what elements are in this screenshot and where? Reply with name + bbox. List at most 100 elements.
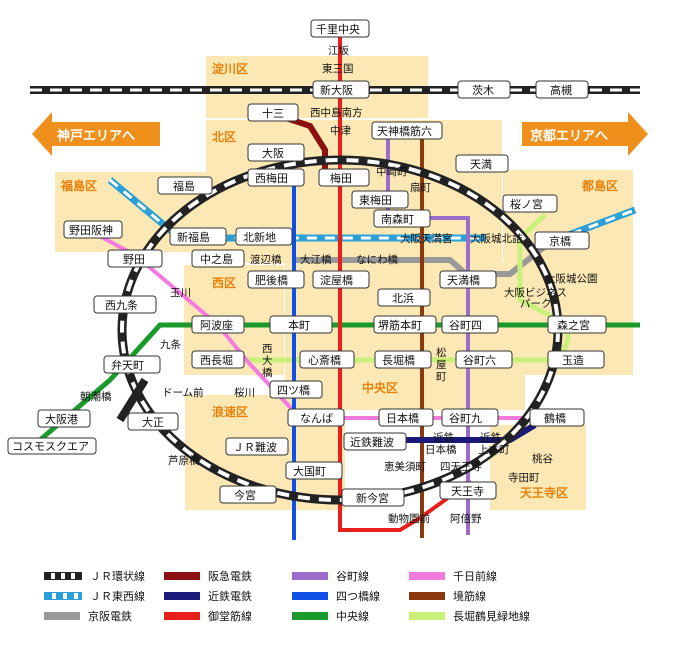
station-naniwabashi[interactable]: なにわ橋 [356,253,398,266]
station-tamatsukuri[interactable]: 玉造 [547,350,605,369]
station-cosmo-square[interactable]: コスモスクエア [7,437,97,455]
ward-label-naniwa: 浪速区 [212,404,248,419]
station-ogimachi[interactable]: 扇町 [410,181,431,194]
svg-text:谷町六: 谷町六 [463,354,496,367]
station-uehommachi-1[interactable]: 近鉄 [480,431,501,444]
station-obp-2[interactable]: パーク [520,298,552,310]
legend-swatch [409,592,445,600]
station-matsuyamachi-1[interactable]: 松 [436,346,447,359]
station-nishi-ohashi-1[interactable]: 西 [262,343,273,355]
ward-label-tennoji: 天王寺区 [520,485,568,500]
station-yodoyabashi[interactable]: 淀屋橋 [312,270,370,289]
station-nipponbashi[interactable]: 日本橋 [378,408,434,427]
station-daikokucho[interactable]: 大国町 [285,461,343,480]
station-shin-osaka[interactable]: 新大阪 [312,80,370,99]
station-sakuranomiya[interactable]: 桜ノ宮 [502,194,558,213]
station-osakako[interactable]: 大阪港 [37,409,91,428]
station-hommachi[interactable]: 本町 [269,315,333,334]
station-watanabebashi[interactable]: 渡辺橋 [250,253,282,266]
station-nishi-ohashi-2[interactable]: 大 [262,354,273,367]
station-taisho[interactable]: 大正 [127,412,179,431]
station-uehommachi-2[interactable]: 上本町 [478,443,510,456]
station-nakanoshima[interactable]: 中之島 [191,249,245,268]
station-shinsaibashi[interactable]: 心斎橋 [299,350,355,369]
station-matsuyamachi-3[interactable]: 町 [436,371,447,383]
legend-label: 谷町線 [336,570,369,583]
station-kujo[interactable]: 九条 [160,338,181,351]
station-fukushima[interactable]: 福島 [157,176,213,195]
station-nishikujo[interactable]: 西九条 [93,295,157,314]
station-nagahoribashi[interactable]: 長堀橋 [374,350,432,369]
station-osakajo-koen[interactable]: 大阪城公園 [545,272,598,285]
station-nakatsu[interactable]: 中津 [330,124,351,137]
station-noda[interactable]: 野田 [107,249,163,268]
station-tenjimbashi[interactable]: 天神橋筋六 [371,121,443,140]
station-kintetsu-nipponbashi-1[interactable]: 近鉄 [433,431,454,444]
station-matsuyamachi-2[interactable]: 屋 [436,359,447,371]
station-minami-morimachi[interactable]: 南森町 [373,209,431,228]
station-jr-namba[interactable]: ＪＲ難波 [225,437,289,456]
station-noda-hanshin[interactable]: 野田阪神 [63,220,123,239]
station-obp-1[interactable]: 大阪ビジネス [504,286,567,299]
station-tamagawa[interactable]: 玉川 [170,287,191,299]
station-tenmabashi[interactable]: 天満橋 [439,270,497,289]
station-namba[interactable]: なんば [287,408,345,427]
station-awaza[interactable]: 阿波座 [191,315,245,334]
station-dome-mae[interactable]: ドーム前 [162,386,204,399]
station-nishi-umeda[interactable]: 西梅田 [247,168,305,187]
station-higobashi[interactable]: 肥後橋 [247,270,305,289]
legend-swatch [44,592,82,600]
station-tennoji[interactable]: 天王寺 [439,481,497,500]
station-takatsuki[interactable]: 高槻 [535,80,589,99]
station-osakajo-kitazume[interactable]: 大阪城北詰 [470,232,523,245]
station-tanimachi4[interactable]: 谷町四 [441,315,499,334]
svg-text:南森町: 南森町 [381,212,414,226]
station-tenma[interactable]: 天満 [455,154,509,173]
station-osaka[interactable]: 大阪 [247,143,305,162]
arrow-kyoto[interactable]: 京都エリアへ [522,112,648,156]
station-sakuragawa[interactable]: 桜川 [234,386,255,399]
legend-item: 中央線 [292,608,369,624]
station-kintetsu-namba[interactable]: 近鉄難波 [343,432,407,451]
station-abeno[interactable]: 阿倍野 [450,512,482,525]
station-asashiobashi[interactable]: 朝潮橋 [80,390,112,403]
station-tsuruhashi[interactable]: 鶴橋 [529,408,585,427]
station-nishinakajima[interactable]: 西中島南方 [310,106,363,119]
line-jr-yumesaki [116,377,149,423]
station-kitahama[interactable]: 北浜 [377,288,431,307]
station-dobutsuen-mae[interactable]: 動物園前 [388,512,430,525]
station-senri-chuo[interactable]: 千里中央 [310,19,370,38]
station-higashi-umeda[interactable]: 東梅田 [351,190,409,209]
svg-text:ＪＲ難波: ＪＲ難波 [233,441,277,454]
station-kitashinchi[interactable]: 北新地 [235,227,293,246]
station-kintetsu-nipponbashi-2[interactable]: 日本橋 [425,443,457,456]
station-momodani[interactable]: 桃谷 [532,452,553,465]
station-shitennoji[interactable]: 四天王寺 [440,461,482,473]
station-bentencho[interactable]: 弁天町 [103,355,161,374]
station-yotsubashi[interactable]: 四ツ橋 [269,380,323,399]
station-shin-fukushima[interactable]: 新福島 [169,227,227,246]
station-esaka[interactable]: 江坂 [328,45,349,57]
station-higashi-mikuni[interactable]: 東三国 [322,62,354,75]
station-nishi-ohashi-3[interactable]: 橋 [262,366,273,379]
station-nakazakicho[interactable]: 中崎町 [376,165,408,178]
svg-text:コスモスクエア: コスモスクエア [12,440,89,453]
station-juso[interactable]: 十三 [247,103,299,122]
station-teradacho[interactable]: 寺田町 [508,472,540,484]
station-imamiya[interactable]: 今宮 [219,485,277,504]
station-oebashi[interactable]: 大江橋 [300,253,332,266]
station-tanimachi9[interactable]: 谷町九 [441,408,499,427]
station-kyobashi[interactable]: 京橋 [534,231,590,250]
station-ebisucho[interactable]: 恵美須町 [384,460,426,473]
station-tanimachi6[interactable]: 谷町六 [455,350,513,369]
station-ashiharabashi[interactable]: 芦原橋 [168,454,200,467]
station-nishinagahori[interactable]: 西長堀 [191,350,245,369]
arrow-kobe-label: 神戸エリアへ [57,128,135,144]
station-shin-imamiya[interactable]: 新今宮 [341,488,405,507]
station-morinomiya[interactable]: 森之宮 [547,315,607,334]
station-umeda[interactable]: 梅田 [318,168,370,187]
station-sakaisuji-hommachi[interactable]: 堺筋本町 [373,315,437,334]
station-osaka-tenmangu[interactable]: 大阪天満宮 [400,232,453,245]
station-ibaraki[interactable]: 茨木 [457,80,511,99]
arrow-kobe[interactable]: 神戸エリアへ [32,112,160,156]
